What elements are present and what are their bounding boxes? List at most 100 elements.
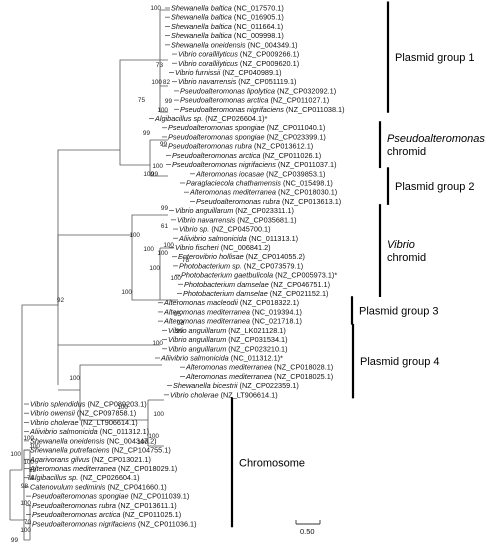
branch-group1-clade (119, 9, 170, 150)
leaf-label: Pseudoalteromonas spongiae (NZ_CP011040.… (168, 123, 325, 132)
bootstrap-value: 100 (153, 411, 164, 418)
leaf-species: Alteromonas iocasae (195, 169, 264, 178)
leaf-species: Aliivibrio salmonicida (160, 353, 229, 362)
leaf-accession: (NZ_LT906614.1) (219, 390, 278, 399)
leaf-species: Pseudoalteromonas lipolytica (180, 86, 275, 95)
leaf-label: Shewanella oneidensis (NC_004349.1) (171, 40, 298, 49)
leaf-species: Vibrio corallilyticus (178, 50, 238, 59)
leaf-accession: (NZ_CP023399.1) (265, 132, 326, 141)
leaf-species: Photobacterium gaetbulicola (181, 271, 273, 280)
leaf-species: Alteromonas mediterranea (29, 464, 116, 473)
leaf-accession: (NZ_CP011036.1) (136, 519, 197, 528)
leaf-species: Alteromonas mediterranea (189, 188, 276, 197)
leaf-label: Vibrio anguillarum (NZ_CP031534.1) (168, 335, 288, 344)
bootstrap-value: 100 (20, 500, 31, 507)
bootstrap-value: 82 (163, 79, 171, 86)
bootstrap-value: 98 (177, 320, 185, 327)
leaf-label: Pseudoalteromonas spongiae (NZ_CP023399.… (168, 132, 326, 141)
bootstrap-value: 100 (10, 451, 21, 458)
leaf-accession: (NZ_CP104755.1) (110, 446, 171, 455)
leaf-accession: (NZ_CP089203.1) (85, 400, 146, 409)
leaf-label: Vibrio splendidus (NZ_CP089203.1) (30, 400, 147, 409)
leaf-accession: (NZ_CP011026.1) (260, 151, 321, 160)
group-label: Plasmid group 2 (395, 181, 475, 193)
bootstrap-value: 99 (160, 141, 168, 148)
leaf-accession: (NZ_CP011038.1) (284, 105, 345, 114)
leaf-species: Vibrio fischeri (175, 243, 219, 252)
leaf-label: Photobacterium damselae (NZ_CP021152.1) (183, 289, 328, 298)
bootstrap-value: 100 (29, 443, 40, 450)
leaf-label: Algibacillus sp. (NZ_CP026604.1)* (154, 114, 268, 123)
leaf-species: Vibrio anguillarum (175, 206, 233, 215)
leaf-species: Vibrio cholerae (170, 390, 219, 399)
leaf-accession: (NZ_CP013612.1) (252, 142, 313, 151)
leaf-accession: (NZ_CP018028.1) (272, 363, 333, 372)
leaf-species: Vibrio navarrensis (178, 77, 237, 86)
leaf-label: Vibrio furnissii (NZ_CP040989.1) (175, 68, 282, 77)
leaf-labels: Shewanella baltica (NC_017570.1)Shewanel… (29, 4, 345, 529)
leaf-label: Enterovibrio hollisae (NZ_CP014055.2) (178, 252, 305, 261)
leaf-accession: (NC_011313.1) (247, 234, 298, 243)
branch-pseudo-chromid (119, 139, 168, 177)
scale-label: 0.50 (300, 527, 315, 536)
leaf-species: Catenovulum sediminis (30, 482, 106, 491)
leaf-species: Shewanella oneidensis (171, 40, 246, 49)
leaf-label: Pseudoalteromonas arctica (NZ_CP011026.1… (172, 151, 321, 160)
leaf-label: Vibrio anguillarum (NZ_CP023311.1) (175, 206, 294, 215)
bootstrap-value: 100 (117, 404, 128, 411)
bootstrap-value: 100 (143, 171, 154, 178)
leaf-species: Vibrio navarrensis (177, 215, 236, 224)
tree-branches (9, 7, 195, 541)
bootstrap-value: 99 (11, 537, 19, 544)
bootstrap-value: 75 (138, 97, 146, 104)
leaf-species: Vibrio corallilyticus (178, 59, 238, 68)
leaf-accession: (NC_015498.1) (281, 178, 333, 187)
bootstrap-value: 100 (152, 340, 163, 347)
leaf-accession: (NZ_CP023210.1) (226, 344, 287, 353)
leaf-accession: (NZ_CP014055.2) (244, 252, 305, 261)
leaf-species: Pseudoalteromonas spongiae (168, 123, 265, 132)
leaf-species: Agarivorans gilvus (29, 455, 90, 464)
leaf-accession: (NZ_CP018029.1) (116, 464, 177, 473)
leaf-accession: (NZ_CP046751.1) (269, 280, 330, 289)
leaf-species: Shewanella bicestrii (173, 381, 238, 390)
leaf-accession: (NZ_CP023311.1) (233, 206, 294, 215)
leaf-label: Pseudoalteromonas rubra (NZ_CP013612.1) (168, 142, 313, 151)
leaf-label: Pseudoalteromonas lipolytica (NZ_CP03209… (180, 86, 336, 95)
leaf-species: Photobacterium damselae (184, 280, 269, 289)
bootstrap-value: 100 (23, 459, 34, 466)
leaf-label: Vibrio corallilyticus (NZ_CP009620.1) (178, 59, 299, 68)
group-label: Plasmid group 1 (395, 52, 475, 64)
leaf-accession: (NZ_CP035681.1) (235, 215, 296, 224)
leaf-species: Alteromonas mediterranea (163, 307, 250, 316)
leaf-accession: (NZ_CP009620.1) (238, 59, 299, 68)
leaf-label: Pseudoalteromonas nigrifaciens (NZ_CP011… (172, 160, 337, 169)
leaf-species: Pseudoalteromonas rubra (168, 142, 252, 151)
leaf-species: Vibrio owensii (30, 409, 75, 418)
leaf-accession: (NZ_CP022359.1) (238, 381, 299, 390)
leaf-accession: (NZ_CP031534.1) (226, 335, 287, 344)
leaf-accession: (NZ_CP013611.1) (116, 501, 177, 510)
leaf-label: Pseudoalteromonas nigrifaciens (NZ_CP011… (32, 519, 197, 528)
leaf-species: Aliivibrio salmonicida (29, 427, 98, 436)
leaf-species: Pseudoalteromonas spongiae (32, 492, 129, 501)
leaf-species: Vibrio furnissii (175, 68, 221, 77)
leaf-species: Aliivibrio salmonicida (178, 234, 247, 243)
leaf-label: Paraglaciecola chathamensis (NC_015498.1… (186, 178, 333, 187)
leaf-accession: (NC_021718.1) (250, 317, 302, 326)
leaf-accession: (NZ_CP018030.1) (276, 188, 337, 197)
leaf-accession: (NZ_CP011027.1) (268, 96, 329, 105)
leaf-species: Shewanella baltica (171, 22, 232, 31)
leaf-species: Shewanella baltica (171, 13, 232, 22)
bootstrap-value: 100 (157, 107, 168, 114)
group-label: chromid (387, 252, 426, 264)
leaf-label: Aliivibrio salmonicida (NC_011313.1) (178, 234, 298, 243)
leaf-accession: (NZ_CP045700.1) (209, 225, 270, 234)
leaf-species: Shewanella oneidensis (30, 436, 105, 445)
leaf-species: Pseudoalteromonas spongiae (168, 132, 265, 141)
bootstrap-value: 100 (149, 265, 160, 272)
leaf-label: Shewanella baltica (NC_016905.1) (171, 13, 284, 22)
leaf-species: Pseudoalteromonas arctica (180, 96, 268, 105)
leaf-accession: (NZ_CP041660.1) (105, 482, 166, 491)
leaf-accession: (NZ_CP011037.1) (276, 160, 337, 169)
